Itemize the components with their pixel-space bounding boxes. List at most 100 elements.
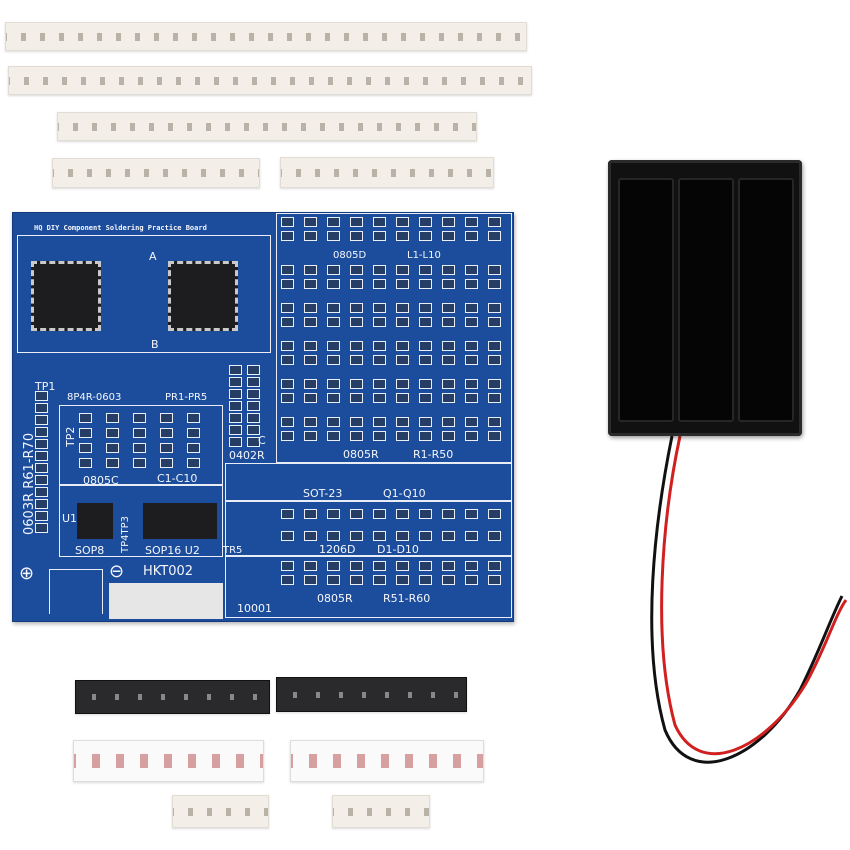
solder-pad [133, 458, 146, 468]
solder-pad [281, 341, 294, 351]
solder-pad [350, 417, 363, 427]
solder-pad [327, 279, 340, 289]
solder-pad [350, 341, 363, 351]
solder-pad [79, 428, 92, 438]
label-l1-l10: L1-L10 [407, 250, 441, 261]
solder-pad [396, 217, 409, 227]
solder-pad [327, 317, 340, 327]
solder-pad [304, 379, 317, 389]
pad-grid-zone [276, 213, 512, 463]
diode-strip [73, 740, 264, 782]
solder-pad [396, 509, 409, 519]
solder-pad [281, 379, 294, 389]
solder-pad [465, 217, 478, 227]
solder-pad [187, 413, 200, 423]
solder-pad [304, 417, 317, 427]
solder-pad [350, 231, 363, 241]
solder-pad [229, 425, 242, 435]
diode-zone [225, 501, 512, 556]
solder-pad [247, 389, 260, 399]
solder-pad [327, 231, 340, 241]
solder-pad [350, 575, 363, 585]
solder-pad [442, 303, 455, 313]
solder-pad [419, 417, 432, 427]
qfp-chip-a [31, 261, 101, 331]
solder-pad [106, 428, 119, 438]
qfp-chip-b [168, 261, 238, 331]
solder-pad [488, 509, 501, 519]
solder-pad [304, 317, 317, 327]
solder-pad [281, 279, 294, 289]
solder-pad [350, 279, 363, 289]
solder-pad [187, 443, 200, 453]
solder-pad [373, 317, 386, 327]
solder-pad [465, 279, 478, 289]
solder-pad [229, 389, 242, 399]
solder-pad [488, 303, 501, 313]
solder-pad [350, 317, 363, 327]
label-8p4r: 8P4R-0603 [67, 392, 122, 403]
solder-pad [373, 417, 386, 427]
label-u1: U1 [62, 512, 78, 525]
solder-pad [229, 401, 242, 411]
solder-pad [419, 303, 432, 313]
solder-pad [373, 393, 386, 403]
aa-battery-holder [608, 160, 802, 436]
solder-pad [396, 561, 409, 571]
solder-pad [465, 355, 478, 365]
solder-pad [106, 458, 119, 468]
solder-pad [373, 431, 386, 441]
solder-pad [304, 509, 317, 519]
solder-pad [327, 575, 340, 585]
solder-pad [350, 379, 363, 389]
solder-pad [396, 379, 409, 389]
solder-pad [488, 217, 501, 227]
solder-pad [488, 317, 501, 327]
resistor-zone [225, 556, 512, 618]
solder-pad [373, 341, 386, 351]
solder-pad [327, 379, 340, 389]
solder-pad [229, 365, 242, 375]
solder-pad [350, 393, 363, 403]
solder-pad [327, 531, 340, 541]
minus-symbol: ⊖ [109, 561, 125, 582]
solder-pad [304, 231, 317, 241]
solder-pad [35, 439, 48, 449]
solder-pad [160, 428, 173, 438]
small-strip-2 [332, 795, 430, 828]
solder-pad [304, 341, 317, 351]
solder-pad [488, 265, 501, 275]
solder-pad [327, 393, 340, 403]
ic-strip [276, 677, 467, 712]
solder-pad [281, 217, 294, 227]
solder-pad [419, 341, 432, 351]
solder-pad [35, 391, 48, 401]
solder-pad [442, 279, 455, 289]
label-10001: 10001 [237, 602, 272, 615]
solder-pad [35, 403, 48, 413]
solder-pad [396, 531, 409, 541]
solder-pad [304, 279, 317, 289]
solder-pad [442, 531, 455, 541]
solder-pad [465, 231, 478, 241]
ic-zone [17, 235, 271, 353]
solder-pad [327, 341, 340, 351]
solder-pad [327, 303, 340, 313]
solder-pad [488, 341, 501, 351]
smd-strip-3 [57, 112, 477, 141]
solder-pad [488, 417, 501, 427]
solder-pad [373, 265, 386, 275]
solder-pad [304, 355, 317, 365]
sop-zone [59, 485, 223, 557]
small-strip-1 [172, 795, 269, 828]
solder-pad [373, 303, 386, 313]
solder-pad [465, 561, 478, 571]
pcb-practice-board: HQ DIY Component Soldering Practice Boar… [12, 212, 514, 622]
solder-pad [442, 379, 455, 389]
solder-pad [327, 431, 340, 441]
solder-pad [442, 231, 455, 241]
solder-pad [281, 531, 294, 541]
solder-pad [247, 425, 260, 435]
solder-pad [160, 443, 173, 453]
